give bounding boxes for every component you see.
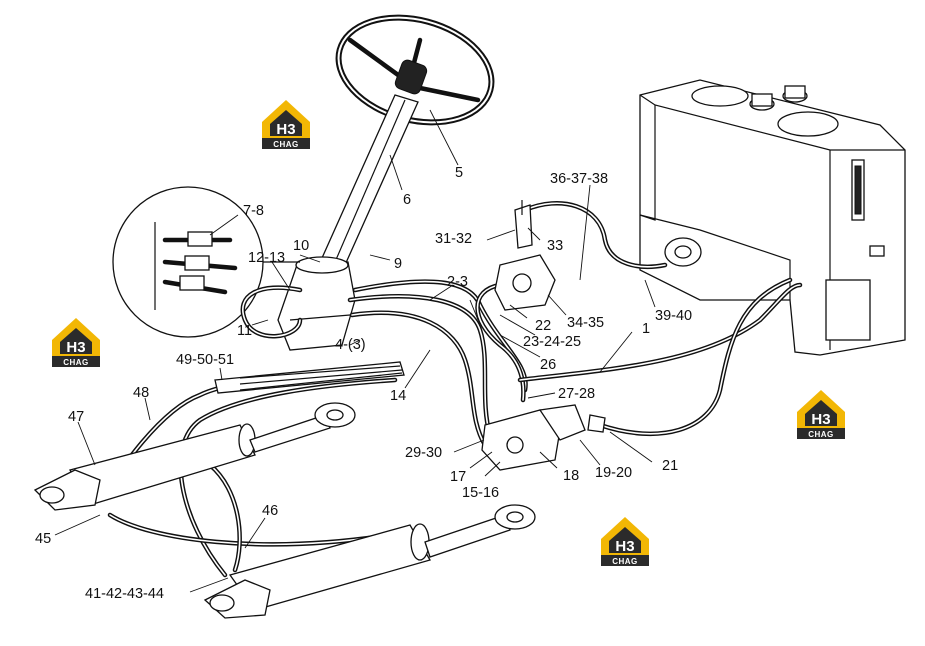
watermark-inner-shape <box>805 400 837 426</box>
label-39-40: 39-40 <box>655 308 692 324</box>
watermark-brand: CHAG <box>808 430 834 439</box>
label-17: 17 <box>450 469 466 485</box>
label-29-30: 29-30 <box>405 445 442 461</box>
steering-cylinder-lower <box>203 504 536 619</box>
label-12-13: 12-13 <box>248 250 285 266</box>
watermark-inner-shape <box>609 527 641 553</box>
label-46: 46 <box>262 503 278 519</box>
steering-wheel <box>335 14 495 126</box>
fitting-detail-circle <box>112 186 300 338</box>
label-26: 26 <box>540 357 556 373</box>
part-labels: 5 6 7-8 9 10 11 12-13 2-3 4-(3) 14 15-16… <box>35 165 692 602</box>
leader-lines <box>54 109 656 593</box>
label-15-16: 15-16 <box>462 485 499 501</box>
pump-assembly <box>494 200 556 311</box>
label-34-35: 34-35 <box>567 315 604 331</box>
watermark-inner-shape <box>270 110 302 136</box>
label-41-42-43-44: 41-42-43-44 <box>85 586 164 602</box>
label-36-37-38: 36-37-38 <box>550 171 608 187</box>
label-47: 47 <box>68 409 84 425</box>
label-6: 6 <box>403 192 411 208</box>
label-11: 11 <box>237 323 252 339</box>
steering-cylinder-upper <box>33 402 356 511</box>
watermark-brand: CHAG <box>63 358 89 367</box>
label-1: 1 <box>642 321 650 337</box>
label-5: 5 <box>455 165 463 181</box>
label-21: 21 <box>662 458 678 474</box>
watermark-letters: H3 <box>66 339 85 356</box>
label-10: 10 <box>293 238 309 254</box>
label-18: 18 <box>563 468 579 484</box>
watermark-band <box>601 555 649 566</box>
priority-valve <box>481 404 606 471</box>
label-2-3: 2-3 <box>447 274 468 290</box>
label-4-3: 4-(3) <box>335 337 366 353</box>
watermark-inner-shape <box>60 328 92 354</box>
watermark-brand: CHAG <box>612 557 638 566</box>
label-23-24-25: 23-24-25 <box>523 334 581 350</box>
label-48: 48 <box>133 385 149 401</box>
watermark-brand: CHAG <box>273 140 299 149</box>
watermark-letters: H3 <box>615 538 634 555</box>
label-33: 33 <box>547 238 563 254</box>
label-7-8: 7-8 <box>243 203 264 219</box>
hydraulic-tank <box>639 79 906 356</box>
watermark-letters: H3 <box>276 121 295 138</box>
label-27-28: 27-28 <box>558 386 595 402</box>
label-31-32: 31-32 <box>435 231 472 247</box>
steering-column <box>321 94 419 266</box>
label-19-20: 19-20 <box>595 465 632 481</box>
watermark-band <box>52 356 100 367</box>
watermark-band <box>262 138 310 149</box>
label-14: 14 <box>390 388 406 404</box>
watermark-band <box>797 428 845 439</box>
label-45: 45 <box>35 531 51 547</box>
label-9: 9 <box>394 256 402 272</box>
label-22: 22 <box>535 318 551 334</box>
watermark-letters: H3 <box>811 411 830 428</box>
label-49-50-51: 49-50-51 <box>176 352 234 368</box>
